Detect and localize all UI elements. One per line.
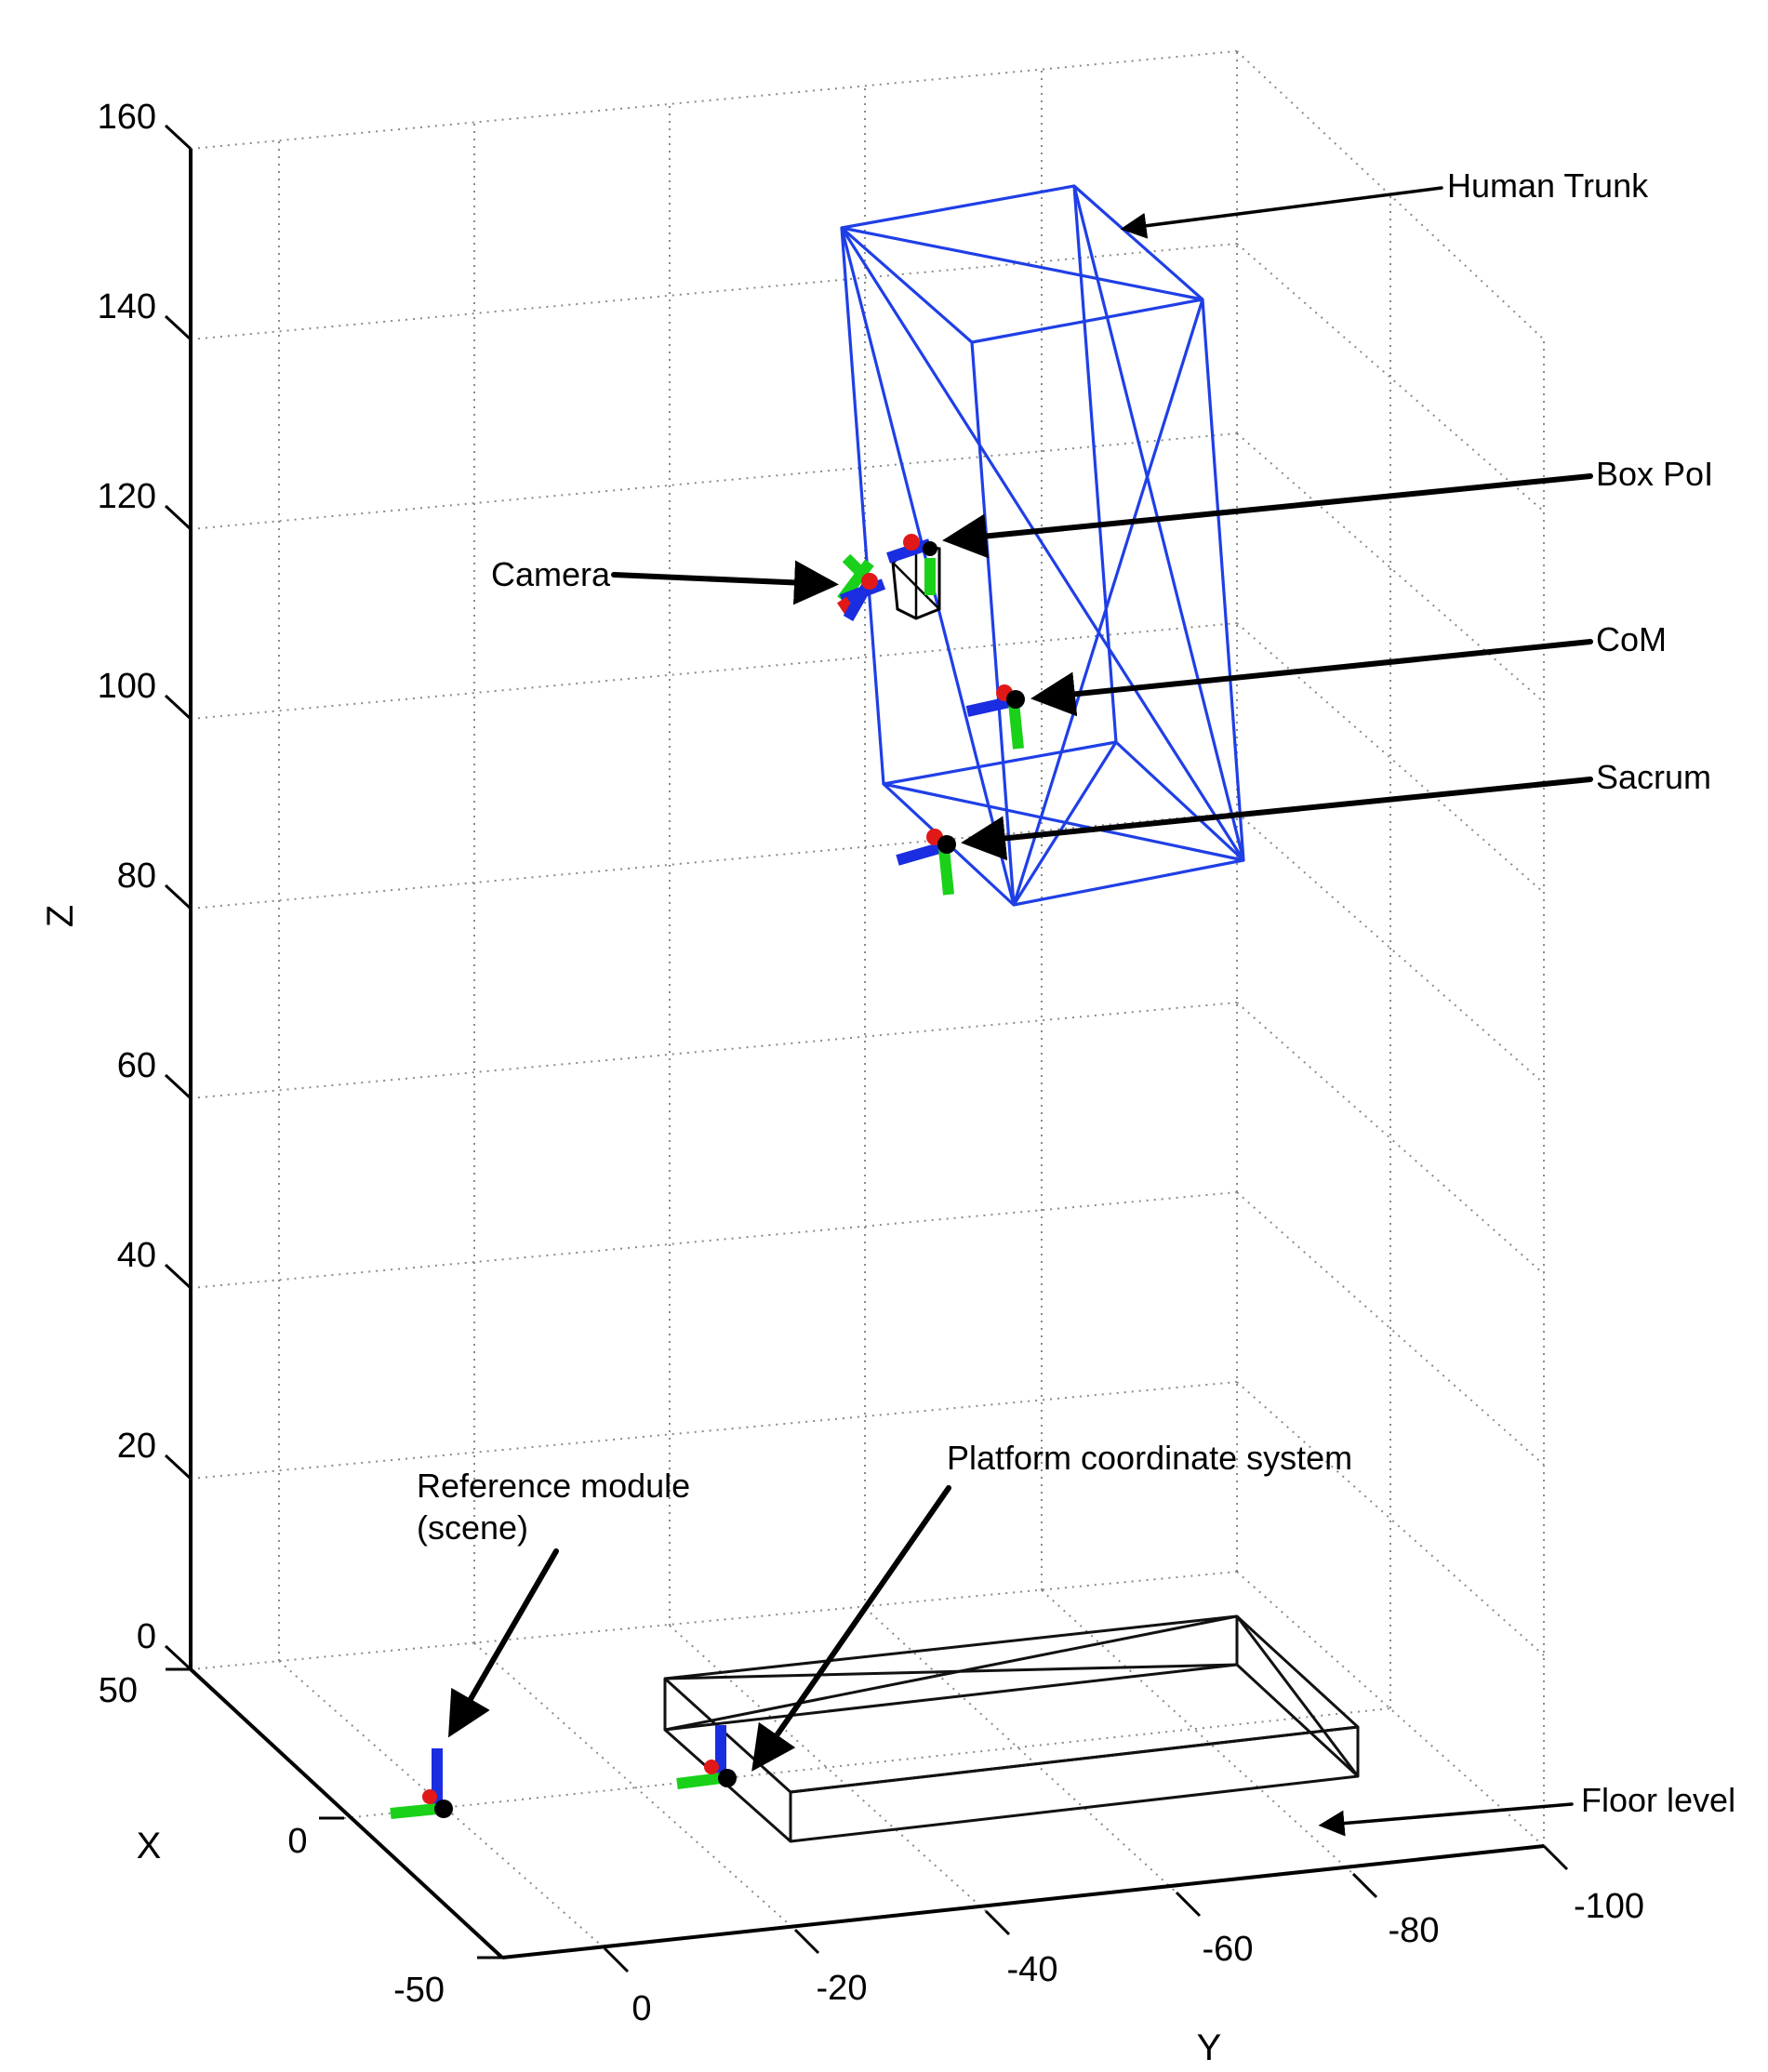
floor-level-label: Floor level [1581,1781,1735,1819]
annotation-arrows [447,186,1593,1837]
com-label: CoM [1596,620,1667,658]
y-tick-label: -100 [1574,1887,1644,1926]
y-tick-label: -40 [1007,1950,1058,1989]
y-axis-line [501,1844,1545,1959]
x-tick-label: 0 [287,1822,307,1861]
grid [190,50,1545,1959]
z-tick-label: 20 [117,1427,156,1466]
reference-module-frame-icon [390,1748,453,1819]
reference-module-label-line2: (scene) [417,1508,528,1547]
z-tick-labels: 0 20 40 60 80 100 120 140 160 [98,98,156,1656]
grid-back-right-wall [1236,50,1545,1847]
camera-label: Camera [491,555,611,593]
grid-back-left-wall [190,50,1238,1670]
x-ticks [166,1667,502,1959]
human-trunk-label: Human Trunk [1447,166,1649,205]
floor-level-arrow [1318,1802,1574,1837]
com-arrow [1030,639,1593,717]
platform-box [663,1614,1360,1843]
reference-module-arrow [447,1548,559,1738]
com-frame-icon [965,684,1025,750]
y-tick-label: -20 [817,1969,868,2008]
axes: 0 20 40 60 80 100 120 140 160 Z 50 0 -50… [40,98,1644,2068]
z-tick-label: 160 [98,98,156,137]
z-axis-label: Z [40,905,81,927]
z-tick-label: 100 [98,667,156,706]
z-tick-label: 40 [117,1236,156,1275]
z-tick-label: 140 [98,287,156,326]
z-tick-label: 120 [98,477,156,516]
box-poi-label: Box PoI [1596,455,1713,493]
camera-frame-icon [837,553,886,621]
platform-cs-label: Platform coordinate system [947,1439,1352,1477]
y-tick-label: -80 [1389,1911,1440,1950]
z-ticks [164,124,193,1671]
human-trunk-arrow [1120,186,1443,239]
box-poi-frame-icon [886,534,941,620]
annotations: Human Trunk Box PoI Camera CoM Sacrum Re… [417,166,1735,1819]
z-tick-label: 80 [117,857,156,896]
x-axis-line [189,1667,504,1959]
y-tick-label: 0 [631,1989,651,2028]
x-axis-label: X [137,1826,162,1866]
y-axis-label: Y [1197,2027,1222,2068]
y-ticks [603,1844,1569,1973]
x-tick-label: 50 [99,1671,138,1710]
human-trunk-box [840,184,1245,907]
x-tick-label: -50 [393,1971,445,2010]
camera-arrow [611,560,839,605]
platform-origin-frame-icon [676,1725,737,1789]
grid-floor [190,1589,1391,1959]
sacrum-label: Sacrum [1596,758,1711,796]
z-tick-label: 60 [117,1046,156,1085]
platform-cs-arrow [751,1485,951,1772]
y-tick-label: -60 [1203,1930,1254,1969]
box-poi-arrow [942,473,1593,559]
sacrum-arrow [961,777,1593,861]
z-tick-label: 0 [137,1617,156,1656]
reference-module-label-line1: Reference module [417,1467,690,1505]
sacrum-frame-icon [896,829,956,896]
